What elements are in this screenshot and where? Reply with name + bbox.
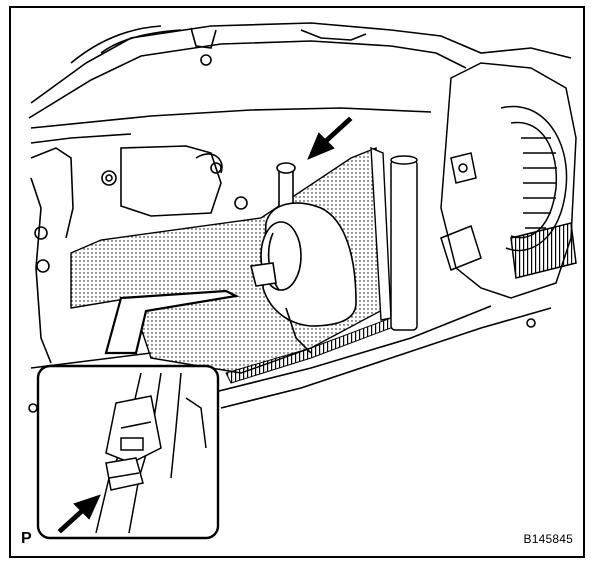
body-panel: [28, 22, 572, 413]
receiver-tank: [390, 155, 418, 331]
horn-location-illustration: [28, 22, 577, 540]
pointer-arrow-icon: [57, 494, 101, 534]
horn: [250, 162, 357, 354]
connector-detail-inset: [36, 364, 220, 540]
callout-leader: [104, 289, 240, 355]
pointer-arrow-icon: [307, 116, 353, 160]
figure-frame: P B145845: [9, 6, 585, 558]
figure-id: B145845: [523, 532, 573, 546]
corner-code: P: [21, 530, 32, 547]
headlight: [440, 62, 577, 299]
